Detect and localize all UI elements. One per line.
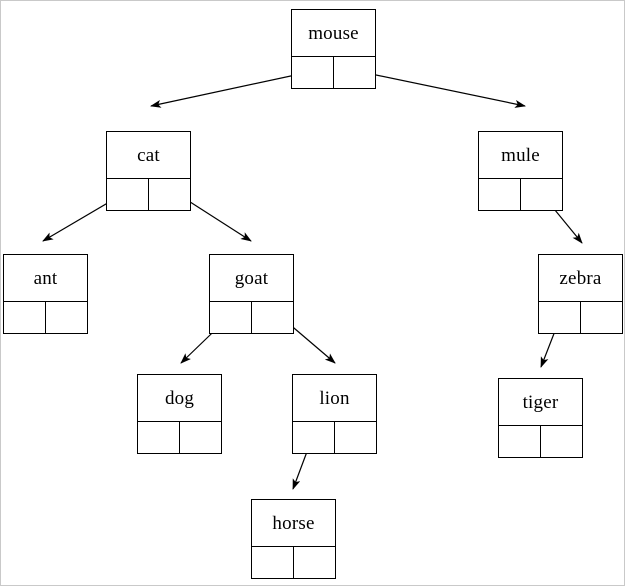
- right-pointer-cell-cat[interactable]: [149, 179, 190, 210]
- tree-node-ant[interactable]: ant: [3, 254, 88, 334]
- right-pointer-cell-mule[interactable]: [521, 179, 562, 210]
- right-pointer-cell-zebra[interactable]: [581, 302, 622, 333]
- left-pointer-cell-mouse[interactable]: [292, 57, 334, 88]
- node-pointers-horse: [252, 547, 335, 578]
- node-pointers-mule: [479, 179, 562, 210]
- node-label-horse: horse: [252, 500, 335, 547]
- left-pointer-cell-tiger[interactable]: [499, 426, 541, 457]
- node-label-tiger: tiger: [499, 379, 582, 426]
- right-pointer-cell-dog[interactable]: [180, 422, 221, 453]
- tree-node-zebra[interactable]: zebra: [538, 254, 623, 334]
- node-label-dog: dog: [138, 375, 221, 422]
- node-pointers-mouse: [292, 57, 375, 88]
- node-pointers-zebra: [539, 302, 622, 333]
- node-pointers-tiger: [499, 426, 582, 457]
- tree-node-horse[interactable]: horse: [251, 499, 336, 579]
- left-pointer-cell-ant[interactable]: [4, 302, 46, 333]
- edge-mouse-to-cat: [150, 70, 315, 108]
- node-label-mule: mule: [479, 132, 562, 179]
- left-pointer-cell-dog[interactable]: [138, 422, 180, 453]
- node-label-goat: goat: [210, 255, 293, 302]
- tree-node-mule[interactable]: mule: [478, 131, 563, 211]
- node-pointers-ant: [4, 302, 87, 333]
- left-pointer-cell-lion[interactable]: [293, 422, 335, 453]
- right-pointer-cell-ant[interactable]: [46, 302, 87, 333]
- right-pointer-cell-tiger[interactable]: [541, 426, 582, 457]
- left-pointer-cell-goat[interactable]: [210, 302, 252, 333]
- edge-mouse-to-mule: [356, 70, 526, 108]
- tree-node-goat[interactable]: goat: [209, 254, 294, 334]
- node-label-ant: ant: [4, 255, 87, 302]
- node-label-cat: cat: [107, 132, 190, 179]
- tree-node-mouse[interactable]: mouse: [291, 9, 376, 89]
- right-pointer-cell-goat[interactable]: [252, 302, 293, 333]
- right-pointer-cell-lion[interactable]: [335, 422, 376, 453]
- right-pointer-cell-mouse[interactable]: [334, 57, 375, 88]
- node-pointers-dog: [138, 422, 221, 453]
- node-label-lion: lion: [293, 375, 376, 422]
- node-pointers-lion: [293, 422, 376, 453]
- tree-node-cat[interactable]: cat: [106, 131, 191, 211]
- node-pointers-goat: [210, 302, 293, 333]
- left-pointer-cell-mule[interactable]: [479, 179, 521, 210]
- tree-node-dog[interactable]: dog: [137, 374, 222, 454]
- node-pointers-cat: [107, 179, 190, 210]
- node-label-zebra: zebra: [539, 255, 622, 302]
- tree-node-tiger[interactable]: tiger: [498, 378, 583, 458]
- tree-node-lion[interactable]: lion: [292, 374, 377, 454]
- right-pointer-cell-horse[interactable]: [294, 547, 335, 578]
- left-pointer-cell-cat[interactable]: [107, 179, 149, 210]
- node-label-mouse: mouse: [292, 10, 375, 57]
- left-pointer-cell-zebra[interactable]: [539, 302, 581, 333]
- left-pointer-cell-horse[interactable]: [252, 547, 294, 578]
